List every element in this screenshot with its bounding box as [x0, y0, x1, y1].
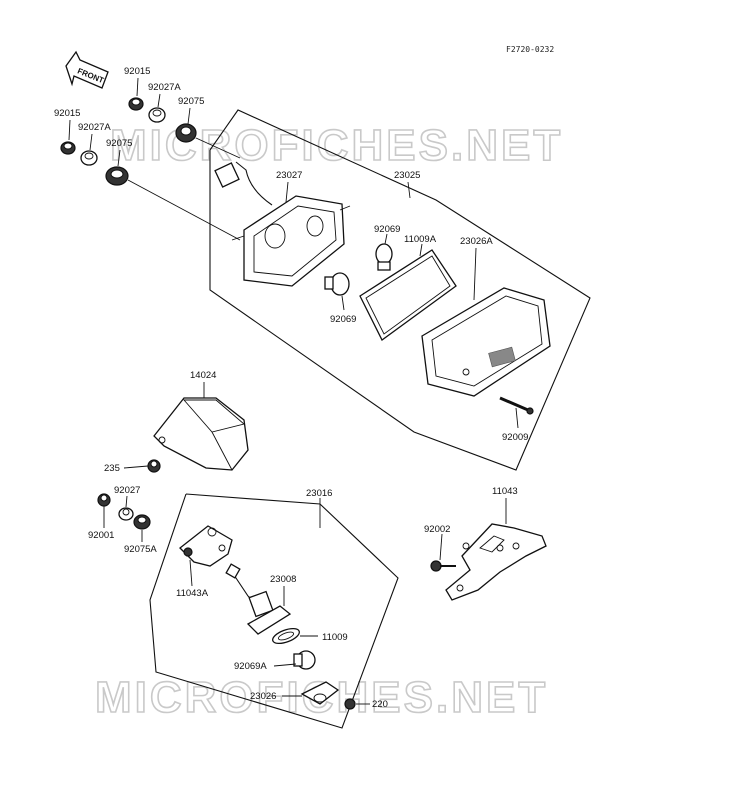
bolt-92001 — [97, 493, 111, 507]
label-23008: 23008 — [270, 574, 296, 585]
bolt-92002 — [430, 560, 456, 572]
cover-14024 — [153, 397, 249, 471]
label-11009A: 11009A — [404, 234, 437, 245]
label-92075-b: 92075 — [106, 138, 132, 149]
label-23025: 23025 — [394, 170, 420, 181]
gasket-11009A — [359, 249, 457, 341]
label-92075A: 92075A — [124, 544, 157, 555]
lamp-housing-23027 — [214, 161, 351, 287]
label-92069-a: 92069 — [374, 224, 400, 235]
label-11043A: 11043A — [176, 588, 209, 599]
lens-23026A — [421, 287, 551, 397]
collar-92027 — [118, 507, 134, 521]
label-92027: 92027 — [114, 485, 140, 496]
label-92001: 92001 — [88, 530, 114, 541]
gasket-11009 — [272, 627, 300, 645]
grommet-92075-a — [175, 123, 197, 143]
grommet-92075-b — [105, 166, 129, 186]
bulb-92069A — [293, 650, 316, 670]
screw-220 — [344, 698, 356, 710]
label-14024: 14024 — [190, 370, 216, 381]
label-220: 220 — [372, 699, 388, 710]
grommet-92075A — [133, 514, 151, 530]
label-92015-b: 92015 — [54, 108, 80, 119]
lens-23026 — [300, 681, 340, 705]
part-labels: 92015 92027A 92075 92015 92027A 92075 23… — [54, 66, 528, 710]
bulb-92069-a — [375, 243, 393, 271]
collar-92027A-b — [80, 150, 98, 166]
leader-lines — [68, 77, 519, 705]
screw-92009 — [499, 396, 534, 415]
label-92069-b: 92069 — [330, 314, 356, 325]
label-92069A: 92069A — [234, 661, 267, 672]
screw-235 — [147, 459, 161, 473]
label-92002: 92002 — [424, 524, 450, 535]
label-11009: 11009 — [322, 632, 348, 643]
label-92009: 92009 — [502, 432, 528, 443]
label-11043: 11043 — [492, 486, 518, 497]
label-23026: 23026 — [250, 691, 276, 702]
label-92027A-a: 92027A — [148, 82, 181, 93]
grommet-92015-a — [128, 97, 144, 111]
assembly-line-b — [195, 137, 241, 159]
collar-92027A-a — [148, 107, 166, 123]
label-235: 235 — [104, 463, 120, 474]
tail-lamp-group-outline — [209, 109, 591, 471]
grommet-92015-b — [60, 141, 76, 155]
diagram-code: F2720-0232 — [506, 45, 554, 54]
label-92015-a: 92015 — [124, 66, 150, 77]
assembly-line-a — [127, 179, 241, 241]
bulb-92069-b — [324, 272, 350, 296]
label-92075-a: 92075 — [178, 96, 204, 107]
label-23027: 23027 — [276, 170, 302, 181]
bracket-11043A — [179, 525, 233, 567]
bracket-11043 — [445, 523, 547, 601]
socket-23008 — [225, 563, 292, 635]
label-23026A: 23026A — [460, 236, 493, 247]
label-23016: 23016 — [306, 488, 332, 499]
front-arrow-icon: FRONT — [65, 50, 109, 89]
label-92027A-b: 92027A — [78, 122, 111, 133]
